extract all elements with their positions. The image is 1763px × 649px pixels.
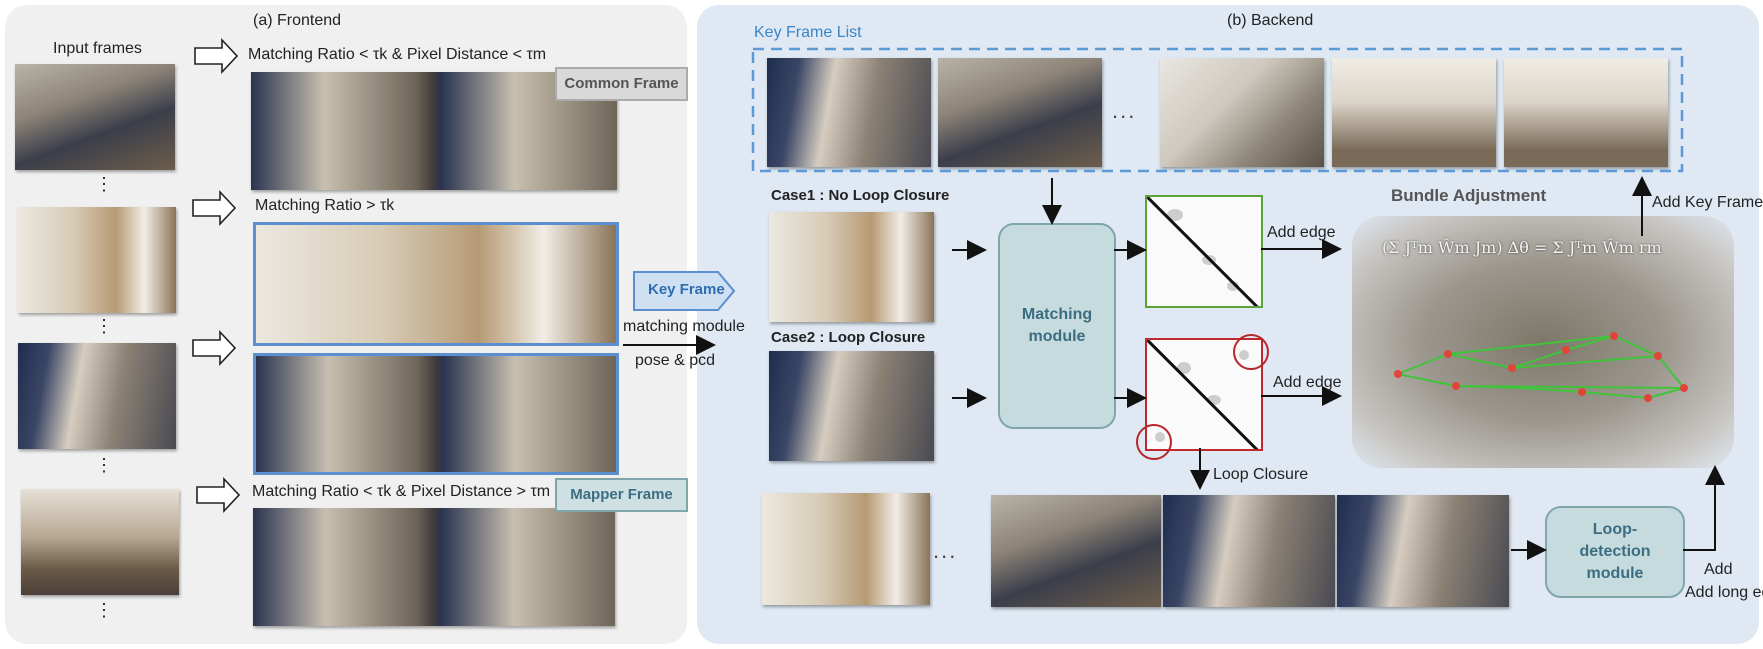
common-frame-tag: Common Frame	[555, 67, 688, 101]
case1-label: Case1 : No Loop Closure	[771, 187, 950, 204]
ba-formula: (Σ Jᵀm Ŵm Jm) Δθ = Σ Jᵀm Ŵm rm	[1382, 238, 1662, 257]
vdots-2: ⋮	[95, 316, 113, 336]
input-frame-4	[21, 489, 179, 595]
key-frame-matches-1	[253, 222, 619, 346]
key-frame-tag: Key Frame	[648, 281, 725, 298]
frontend-title: (a) Frontend	[253, 12, 342, 29]
key-frame-matches-2	[253, 353, 619, 475]
common-condition: Matching Ratio < τk & Pixel Distance < τ…	[248, 46, 547, 63]
vdots-3: ⋮	[95, 455, 113, 475]
matching-module-text: matching module	[623, 318, 745, 335]
keyframe-list-5	[1504, 58, 1668, 167]
keyframe-list-1	[767, 58, 931, 167]
key-frame-arrow-tag	[633, 271, 736, 311]
keyframe-list-ellipsis: ...	[1112, 98, 1137, 123]
key-condition: Matching Ratio > τk	[255, 197, 395, 214]
backend-title: (b) Backend	[1227, 12, 1314, 29]
bundle-adjustment-pointcloud: (Σ Jᵀm Ŵm Jm) Δθ = Σ Jᵀm Ŵm rm	[1352, 216, 1734, 468]
loop-detection-label: Loop-detection module	[1579, 521, 1651, 582]
loop-closure-label: Loop Closure	[1213, 466, 1309, 483]
history-frame-2	[1163, 495, 1335, 607]
add-edge-1: Add edge	[1267, 224, 1336, 241]
pose-pcd-text: pose & pcd	[635, 352, 716, 369]
matching-module: Matching module	[998, 223, 1116, 429]
ba-graph	[1394, 332, 1688, 402]
keyframe-list-3	[1160, 58, 1324, 167]
vdots-1: ⋮	[95, 174, 113, 194]
add-long-edge: Add long edge	[1685, 584, 1763, 601]
case2-label: Case2 : Loop Closure	[771, 329, 926, 346]
mapper-condition: Matching Ratio < τk & Pixel Distance > τ…	[252, 483, 551, 500]
add-long-edge-1: Add	[1704, 561, 1733, 578]
loop-candidate-frame	[762, 493, 930, 605]
add-key-frame: Add Key Frame	[1652, 194, 1763, 211]
row-ellipsis: ...	[933, 538, 958, 563]
input-frame-1	[15, 64, 175, 170]
case1-frame	[769, 212, 934, 322]
keyframe-list-2	[938, 58, 1102, 167]
history-frame-1	[991, 495, 1161, 607]
case2-frame	[769, 351, 934, 461]
key-frame-list-label: Key Frame List	[754, 24, 862, 41]
input-frame-3	[18, 343, 176, 449]
loop-circle-bottom	[1136, 424, 1172, 460]
bundle-adjustment-title: Bundle Adjustment	[1391, 186, 1547, 205]
mapper-frame-tag: Mapper Frame	[555, 478, 688, 512]
matching-module-label: Matching module	[1021, 306, 1093, 345]
keyframe-list-4	[1332, 58, 1496, 167]
input-frame-2	[18, 207, 176, 313]
vdots-4: ⋮	[95, 600, 113, 620]
loop-detection-module: Loop-detection module	[1545, 506, 1685, 598]
input-frames-label: Input frames	[53, 40, 142, 57]
history-frame-3	[1337, 495, 1509, 607]
mapper-frame-matches	[253, 508, 615, 626]
loop-circle-top	[1233, 334, 1269, 370]
